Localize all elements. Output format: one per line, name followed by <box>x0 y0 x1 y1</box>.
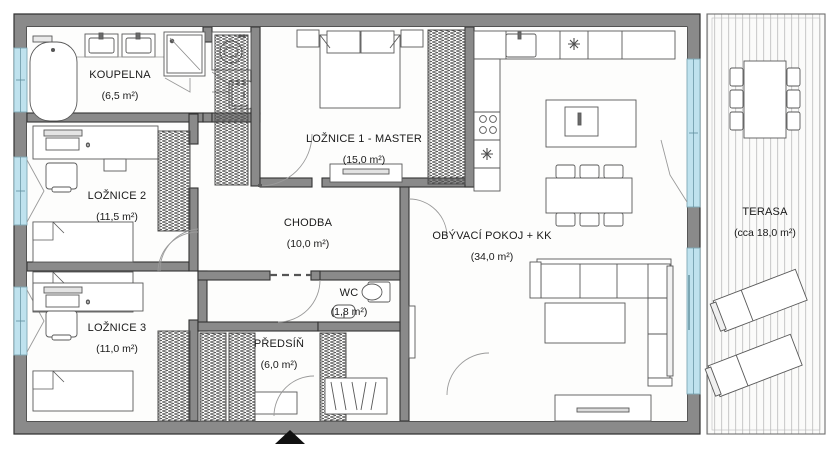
room-chodba: CHODBA (10,0 m²) <box>270 217 333 277</box>
room-area-koupelna: (6,5 m²) <box>102 90 139 102</box>
wardrobe-predsin-left <box>200 333 226 421</box>
room-label-chodba: CHODBA <box>284 217 333 229</box>
room-label-obyvaci: OBÝVACÍ POKOJ + KK <box>432 229 552 242</box>
room-label-loznice1: LOŽNICE 1 - MASTER <box>306 132 422 145</box>
room-area-loznice3: (11,0 m²) <box>96 343 138 355</box>
door-swing-entry <box>273 375 315 417</box>
window-swing-bedroom2 <box>26 159 45 223</box>
bath-shelf <box>32 35 53 43</box>
door-swing-obyvaci-2 <box>446 352 490 396</box>
svg-text:o: o <box>86 142 90 149</box>
room-predsin: PŘEDSÍŇ (6,0 m²) <box>199 332 388 422</box>
window-group-right <box>660 58 701 395</box>
pillow-right <box>360 30 395 54</box>
nightstand-right <box>400 29 424 48</box>
coffee-table <box>544 302 626 344</box>
room-loznice2: o LOŽNICE 2 (11,5 m²) <box>32 125 199 273</box>
corridor-wardrobe <box>214 34 249 186</box>
door-swing-loznice1 <box>259 133 313 187</box>
window-bedroom3 <box>13 286 28 356</box>
pillow-left <box>326 30 361 54</box>
terrace-door-upper <box>686 58 701 208</box>
svg-text:o: o <box>86 299 90 306</box>
window-group-left <box>13 47 45 356</box>
room-loznice1: LOŽNICE 1 - MASTER (15,0 m²) <box>258 29 466 187</box>
room-label-koupelna: KOUPELNA <box>89 69 151 81</box>
island-sink <box>564 106 599 137</box>
room-area-loznice2: (11,5 m²) <box>96 211 138 223</box>
dining-set <box>545 164 633 227</box>
lounger-lower <box>704 333 803 398</box>
room-area-loznice1: (15,0 m²) <box>343 154 386 166</box>
wardrobe-predsin-right <box>229 333 255 421</box>
wardrobe-master <box>427 29 466 185</box>
desk-extension <box>103 158 127 172</box>
toilet-bowl <box>361 283 383 301</box>
door-swing-obyvaci <box>408 198 448 238</box>
room-wc: WC (1,8 m²) <box>277 279 391 323</box>
room-area-wc: (1,8 m²) <box>331 306 368 318</box>
wardrobe-b2 <box>157 130 191 232</box>
hob-icon <box>479 115 497 134</box>
sectional-sofa <box>529 258 674 387</box>
coat-rack <box>324 377 388 415</box>
terrace-area: TERASA (cca 18,0 m²) <box>704 13 826 435</box>
desk-chair-b3 <box>45 310 78 338</box>
room-area-obyvaci: (34,0 m²) <box>471 251 514 263</box>
lounger-upper <box>709 268 808 333</box>
room-label-terasa: TERASA <box>742 206 788 218</box>
desk-chair-b2 <box>45 162 78 190</box>
room-label-loznice2: LOŽNICE 2 <box>88 189 147 202</box>
wardrobe-b3 <box>157 330 191 422</box>
kitchen-left-run <box>473 58 501 192</box>
tv-unit <box>554 394 652 422</box>
extractor-icon <box>568 38 580 50</box>
bathtub <box>29 41 78 122</box>
shower-door-swing <box>164 77 191 93</box>
room-loznice3: o LOŽNICE 3 (11,0 m²) <box>32 228 199 422</box>
room-obyvaci-pokoj: OBÝVACÍ POKOJ + KK (34,0 m²) <box>408 30 676 422</box>
room-area-chodba: (10,0 m²) <box>287 238 330 250</box>
terrace-door-lower <box>686 247 701 395</box>
radiator <box>408 305 416 359</box>
room-area-terasa: (cca 18,0 m²) <box>734 227 796 239</box>
dining-table <box>545 177 633 214</box>
room-area-predsin: (6,0 m²) <box>261 359 298 371</box>
room-koupelna: KOUPELNA (6,5 m²) <box>29 31 206 122</box>
nightstand-left <box>296 29 320 48</box>
room-label-wc: WC <box>340 287 359 299</box>
entrance-arrow <box>275 430 305 444</box>
sofa-armrest <box>529 261 542 299</box>
outdoor-dining-set <box>729 60 801 139</box>
room-label-predsin: PŘEDSÍŇ <box>254 337 304 350</box>
door-swing-wc <box>277 279 321 323</box>
oven-icon <box>481 148 493 160</box>
window-bedroom2 <box>13 156 28 226</box>
room-label-loznice3: LOŽNICE 3 <box>88 321 147 334</box>
window-bathroom <box>13 47 28 113</box>
door-swing-loznice3 <box>159 228 199 272</box>
